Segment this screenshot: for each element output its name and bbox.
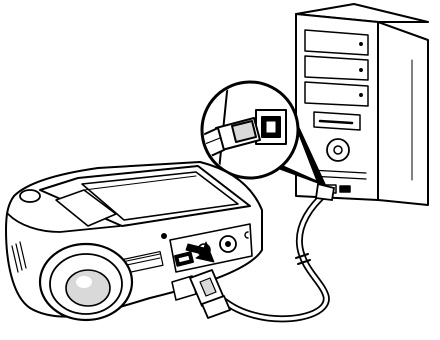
power-button-icon [327, 139, 349, 161]
usb-plug [190, 270, 230, 318]
projector-lens-icon [40, 244, 132, 320]
drive-bays [305, 30, 368, 106]
